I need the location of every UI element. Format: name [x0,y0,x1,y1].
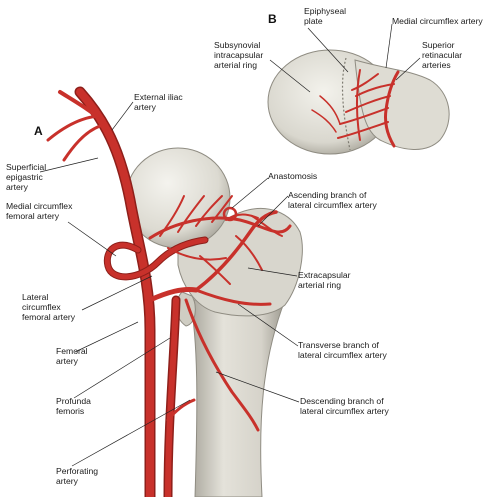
femur-head-b [267,49,450,155]
label-external-iliac-artery: External iliac artery [134,92,183,112]
label-epiphyseal-plate: Epiphyseal plate [304,6,347,26]
label-superior-retinacular-arteries: Superior retinacular arteries [422,40,463,70]
label-anastomosis: Anastomosis [268,171,318,181]
label-descending-branch: Descending branch of lateral circumflex … [300,396,389,416]
label-ascending-branch: Ascending branch of lateral circumflex a… [288,190,377,210]
panel-label-b: B [268,12,277,26]
label-medial-circumflex-femoral-artery: Medial circumflex femoral artery [6,201,73,221]
label-perforating-artery: Perforating artery [56,466,99,486]
label-femoral-artery: Femoral artery [56,346,88,366]
arteries-a [46,86,292,497]
label-medial-circumflex-artery: Medial circumflex artery [392,16,483,26]
label-lateral-circumflex-femoral-artery: Lateral circumflex femoral artery [22,292,76,322]
leader-lines [39,23,421,467]
arteries-b [311,69,400,148]
label-extracapsular-arterial-ring: Extracapsular arterial ring [298,270,351,290]
label-profunda-femoris: Profunda femoris [56,396,91,416]
label-transverse-branch: Transverse branch of lateral circumflex … [298,340,387,360]
label-superficial-epigastric-artery: Superficial epigastric artery [6,162,47,192]
panel-label-a: A [34,124,43,138]
femur-bone-a [125,147,303,497]
label-subsynovial-intracapsular-ring: Subsynovial intracapsular arterial ring [214,40,264,70]
